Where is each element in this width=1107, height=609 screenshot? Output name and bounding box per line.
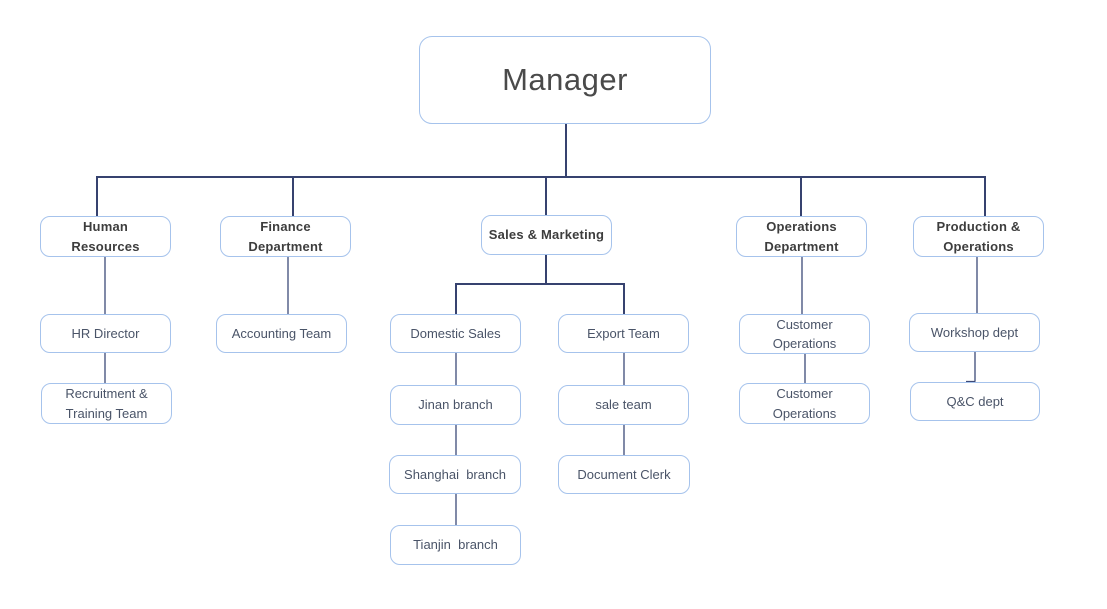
node-domestic-sales[interactable]: Domestic Sales [390,314,521,353]
node-jinan-branch[interactable]: Jinan branch [390,385,521,425]
node-operations-department[interactable]: Operations Department [736,216,867,257]
node-export-team[interactable]: Export Team [558,314,689,353]
connector-group-branches [104,257,978,525]
node-shanghai-branch[interactable]: Shanghai branch [389,455,521,494]
connector-group-main [96,124,986,314]
node-human-resources[interactable]: Human Resources [40,216,171,257]
node-customer-operations-1[interactable]: Customer Operations [739,314,870,354]
node-recruitment-training-team[interactable]: Recruitment & Training Team [41,383,172,424]
node-sale-team[interactable]: sale team [558,385,689,425]
node-production-operations[interactable]: Production & Operations [913,216,1044,257]
node-accounting-team[interactable]: Accounting Team [216,314,347,353]
node-qc-dept[interactable]: Q&C dept [910,382,1040,421]
node-workshop-dept[interactable]: Workshop dept [909,313,1040,352]
node-hr-director[interactable]: HR Director [40,314,171,353]
node-sales-marketing[interactable]: Sales & Marketing [481,215,612,255]
node-tianjin-branch[interactable]: Tianjin branch [390,525,521,565]
node-customer-operations-2[interactable]: Customer Operations [739,383,870,424]
node-manager[interactable]: Manager [419,36,711,124]
node-finance-department[interactable]: Finance Department [220,216,351,257]
node-document-clerk[interactable]: Document Clerk [558,455,690,494]
